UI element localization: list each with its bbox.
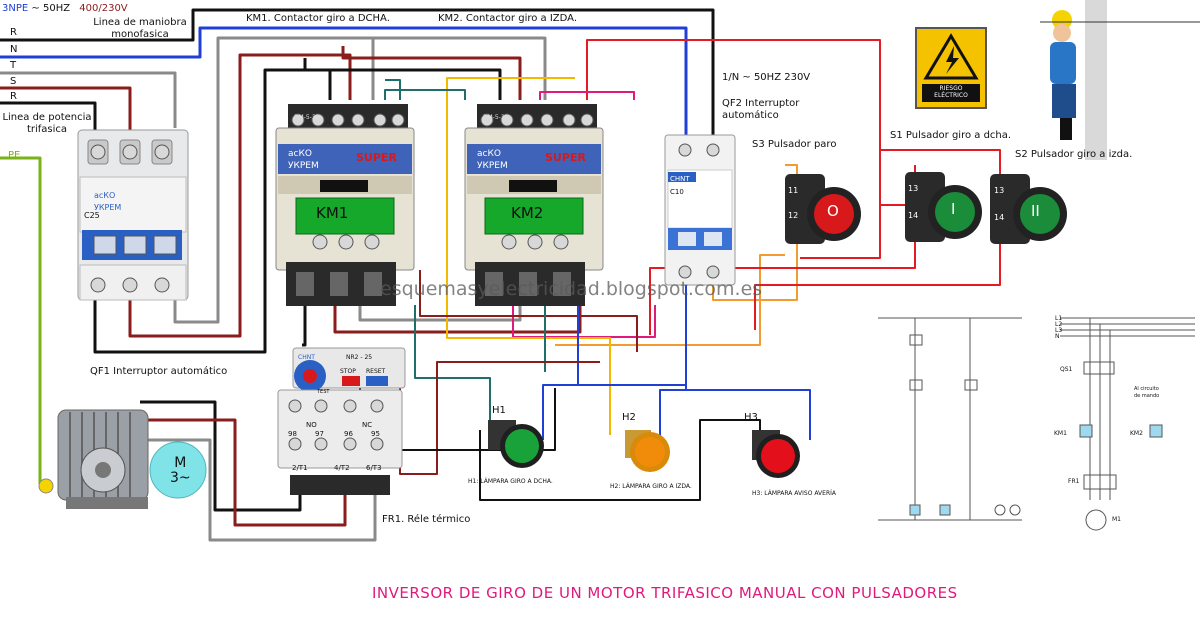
- km2-model: SUPER: [545, 151, 586, 164]
- schematic-km1: KM1: [1054, 430, 1067, 437]
- h2-desc: H2: LÁMPARA GIRO A IZDA.: [610, 483, 692, 490]
- s1-symbol: I: [951, 200, 956, 218]
- qf2-supply-label: 1/N ~ 50HZ 230V: [722, 72, 811, 83]
- wire-s: [0, 86, 132, 130]
- wire-t: [0, 71, 177, 128]
- power-wires: [93, 36, 582, 542]
- schematic-km2: KM2: [1130, 430, 1143, 437]
- relay-model: NR2 - 25: [346, 354, 373, 361]
- qf1-label: QF1 Interruptor automático: [90, 366, 228, 377]
- wire-r-power: [0, 101, 97, 130]
- relay-t1: 2/T1: [292, 464, 308, 472]
- relay-stop: STOP: [340, 368, 356, 375]
- thermal-relay-fr1: [277, 347, 406, 495]
- motor: [38, 409, 207, 509]
- s1-label: S1 Pulsador giro a dcha.: [890, 130, 1012, 141]
- lamp-h2: [625, 430, 670, 472]
- warning-sign: [915, 27, 987, 109]
- wire-r-maniobra: [0, 8, 715, 140]
- pushbutton-s2: [990, 174, 1067, 244]
- relay-97: 97: [315, 430, 324, 438]
- line-label-t: T: [10, 60, 17, 71]
- three-phase-line-label: Linea de potencia trifasica: [2, 112, 92, 135]
- page-title: INVERSOR DE GIRO DE UN MOTOR TRIFASICO M…: [372, 584, 958, 602]
- lamp-h3: [752, 430, 800, 478]
- schematic-qs1: QS1: [1060, 366, 1073, 373]
- qf2-brand: CHNT: [670, 175, 690, 183]
- relay-test: TEST: [317, 389, 330, 395]
- line-label-s: S: [10, 76, 17, 87]
- h1-tag: H1: [492, 405, 506, 416]
- schematic-fr1: FR1: [1068, 478, 1080, 485]
- line-label-n: N: [10, 44, 18, 55]
- qf2-rating: C10: [670, 188, 684, 196]
- s2-label: S2 Pulsador giro a izda.: [1015, 149, 1133, 160]
- km1-title: KM1. Contactor giro a DCHA.: [246, 13, 390, 24]
- s3-terminal-top: 11: [788, 186, 799, 195]
- single-phase-line-label: Linea de maniobra monofasica: [93, 17, 187, 40]
- s1-terminal-top: 13: [908, 184, 919, 193]
- h3-desc: H3: LÁMPARA AVISO AVERÍA: [752, 490, 836, 497]
- qf2-breaker: [664, 134, 736, 286]
- s2-terminal-bottom: 14: [994, 213, 1005, 222]
- relay-t3: 6/T3: [366, 464, 382, 472]
- relay-brand: CHNT: [298, 354, 315, 361]
- s1-terminal-bottom: 14: [908, 211, 919, 220]
- relay-no: NO: [306, 421, 317, 429]
- relay-nc: NC: [362, 421, 373, 429]
- h2-tag: H2: [622, 412, 636, 423]
- relay-95: 95: [371, 430, 380, 438]
- h1-desc: H1: LÁMPARA GIRO A DCHA.: [468, 478, 553, 485]
- km1-contactor: [275, 104, 415, 306]
- km2-code: ПМ-5-32: [483, 114, 509, 121]
- qf1-rating: C25: [84, 211, 100, 220]
- lamp-h1: [488, 420, 544, 468]
- supply-wires: [0, 8, 715, 484]
- electrician-illustration: [1040, 0, 1200, 160]
- s3-label: S3 Pulsador paro: [752, 139, 837, 150]
- relay-t2: 4/T2: [334, 464, 350, 472]
- h3-tag: H3: [744, 412, 758, 423]
- control-schematic: [878, 317, 1022, 521]
- km1-label: KM1: [316, 204, 349, 222]
- km1-code: ПМ-5-32: [294, 114, 320, 121]
- km2-contactor: [464, 104, 604, 306]
- line-label-r1: R: [10, 27, 17, 38]
- pe-label: PE: [8, 150, 21, 161]
- relay-96: 96: [344, 430, 353, 438]
- s3-terminal-bottom: 12: [788, 211, 799, 220]
- km2-title: KM2. Contactor giro a IZDA.: [438, 13, 578, 24]
- wire-pe: [0, 156, 42, 484]
- s2-symbol: II: [1031, 202, 1040, 220]
- km2-label: KM2: [511, 204, 544, 222]
- s3-symbol: O: [827, 202, 839, 220]
- relay-label: FR1. Réle térmico: [382, 514, 471, 525]
- s2-terminal-top: 13: [994, 186, 1005, 195]
- pushbutton-s3: [785, 174, 861, 244]
- supply-header: 3NPE ∼ 50HZ 400/230V: [2, 3, 128, 14]
- qf1-breaker: [77, 129, 189, 301]
- watermark: esquemasyelectricidad.blogspot.com.es: [380, 278, 763, 300]
- line-label-r2: R: [10, 91, 17, 102]
- power-schematic: [1060, 317, 1195, 531]
- relay-reset: RESET: [366, 368, 386, 375]
- km1-model: SUPER: [356, 151, 397, 164]
- schematic-m1: M1: [1112, 516, 1121, 523]
- pushbutton-s1: [905, 172, 982, 242]
- relay-98: 98: [288, 430, 297, 438]
- wire-n: [0, 26, 688, 140]
